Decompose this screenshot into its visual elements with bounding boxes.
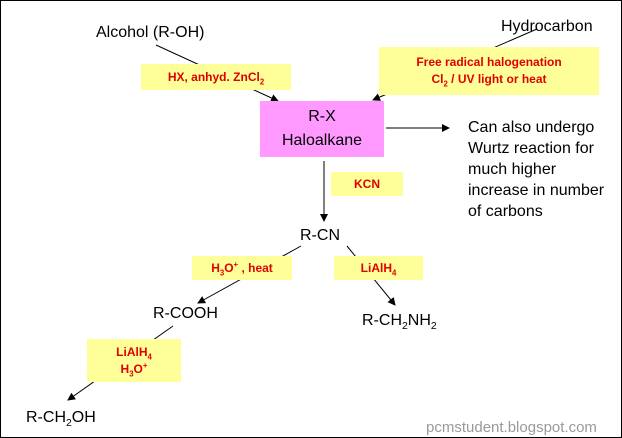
rch2oh-label: R-CH2OH <box>26 409 96 430</box>
hydrocarbon-label: Hydrocarbon <box>501 18 593 35</box>
condition-lialh4-amine: LiAlH4 <box>334 256 423 280</box>
condition-hx-zncl2: HX, anhyd. ZnCl2 <box>141 64 291 90</box>
condition-kcn: KCN <box>331 172 403 196</box>
rch2nh2-label: R-CH2NH2 <box>362 312 437 333</box>
rx-formula: R-X <box>308 108 336 125</box>
rcn-label: R-CN <box>300 227 340 244</box>
alcohol-label: Alcohol (R-OH) <box>96 24 205 41</box>
haloalkane-label: Haloalkane <box>281 132 363 149</box>
watermark: pcmstudent.blogspot.com <box>426 419 597 436</box>
condition-free-radical-halogenation: Free radical halogenation Cl2 / UV light… <box>379 47 599 95</box>
condition-lialh4-h3o: LiAlH4 H3O+ <box>87 339 181 382</box>
rcooh-label: R-COOH <box>153 305 218 322</box>
haloalkane-box: R-X Haloalkane <box>260 101 384 157</box>
condition-h3o-heat: H3O+ , heat <box>192 256 292 280</box>
wurtz-note: Can also undergo Wurtz reaction for much… <box>468 119 605 220</box>
